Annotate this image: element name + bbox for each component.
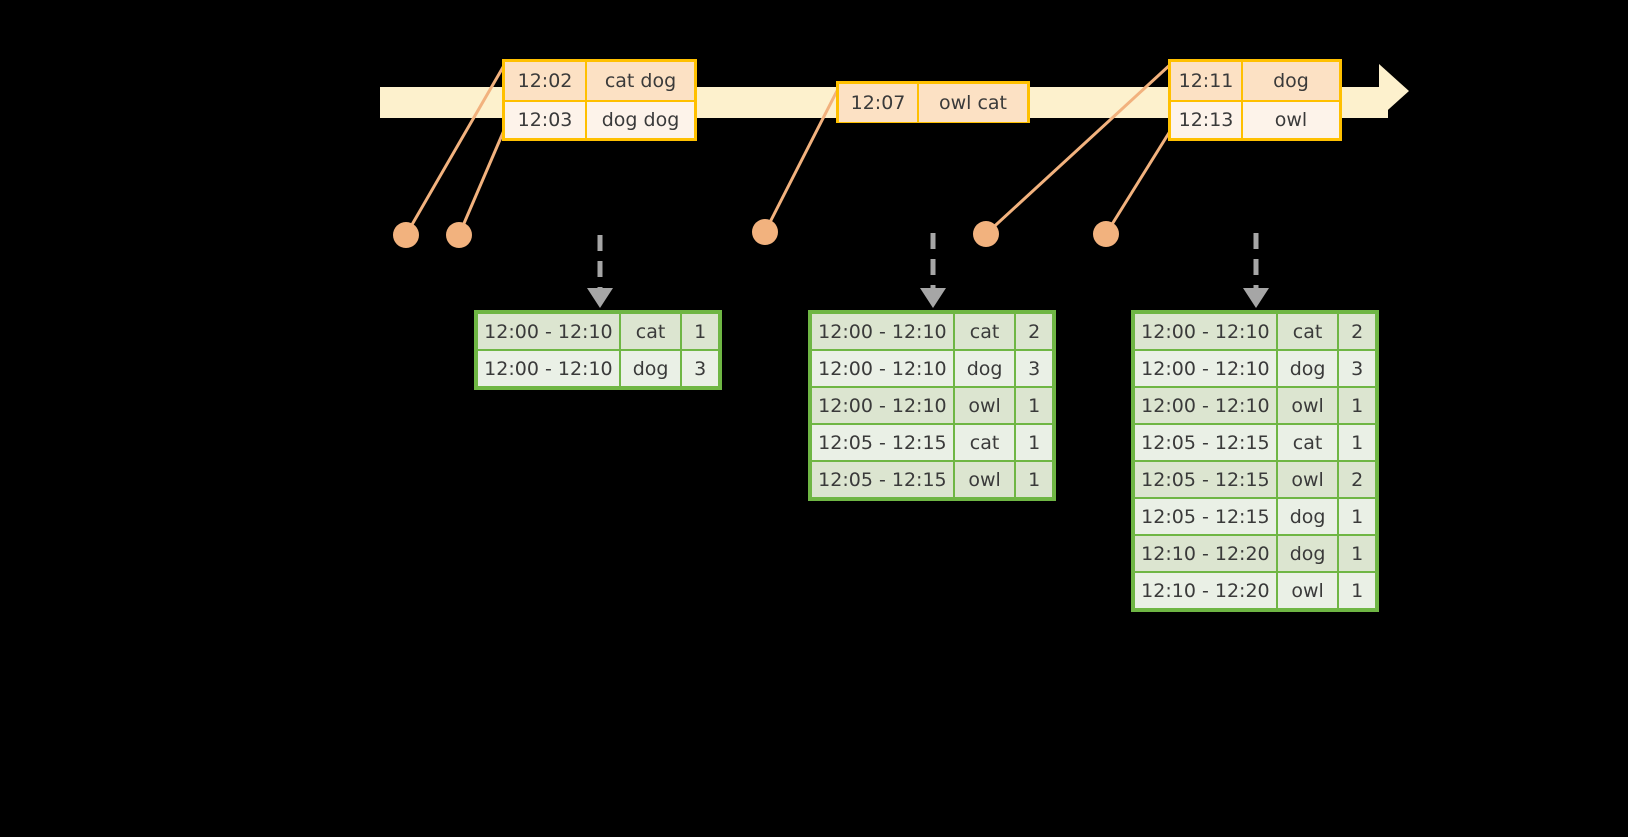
cell-window: 12:05 - 12:15 — [812, 425, 953, 460]
connector-dot-3[interactable] — [752, 219, 778, 245]
event-time: 12:11 — [1171, 62, 1243, 100]
timeline-arrowhead-icon — [1379, 64, 1409, 118]
connector-dot-5-line — [1104, 127, 1174, 235]
cell-window: 12:05 - 12:15 — [1135, 462, 1276, 497]
connector-dot-2[interactable] — [446, 222, 472, 248]
cell-word: owl — [1277, 462, 1338, 497]
cell-window: 12:05 - 12:15 — [1135, 425, 1276, 460]
cell-count: 1 — [1016, 388, 1053, 423]
cell-count: 1 — [1016, 462, 1053, 497]
cell-count: 1 — [1339, 425, 1376, 460]
cell-window: 12:00 - 12:10 — [1135, 388, 1276, 423]
cell-count: 1 — [682, 314, 719, 349]
cell-word: owl — [954, 388, 1015, 423]
flow-arrow-3-head-icon — [1243, 288, 1269, 308]
cell-count: 1 — [1339, 573, 1376, 608]
cell-window: 12:00 - 12:10 — [478, 314, 619, 349]
cell-word: cat — [954, 425, 1015, 460]
cell-word: owl — [1277, 573, 1338, 608]
event-row[interactable]: 12:02 cat dog — [505, 62, 694, 100]
event-time: 12:02 — [505, 62, 587, 100]
cell-count: 2 — [1016, 314, 1053, 349]
event-words: dog — [1273, 70, 1309, 92]
cell-window: 12:10 - 12:20 — [1135, 536, 1276, 571]
cell-word: cat — [954, 314, 1015, 349]
event-time: 12:03 — [505, 102, 587, 138]
cell-word: owl — [1277, 388, 1338, 423]
cell-window: 12:05 - 12:15 — [812, 462, 953, 497]
event-time: 12:07 — [839, 84, 919, 122]
cell-count: 2 — [1339, 462, 1376, 497]
cell-window: 12:00 - 12:10 — [1135, 351, 1276, 386]
event-row[interactable]: 12:11 dog — [1171, 62, 1339, 100]
event-row[interactable]: 12:13 owl — [1171, 100, 1339, 138]
event-words: dog dog — [601, 109, 680, 131]
cell-word: owl — [954, 462, 1015, 497]
event-box-2[interactable]: 12:07 owl cat — [836, 81, 1030, 123]
cell-word: dog — [1277, 536, 1338, 571]
cell-count: 1 — [1339, 499, 1376, 534]
event-box-3[interactable]: 12:11 dog 12:13 owl — [1168, 59, 1342, 141]
cell-window: 12:00 - 12:10 — [812, 351, 953, 386]
event-words: owl — [1274, 109, 1308, 131]
cell-count: 1 — [1016, 425, 1053, 460]
event-words: owl cat — [938, 92, 1008, 114]
cell-word: cat — [1277, 314, 1338, 349]
flow-arrow-1-head-icon — [587, 288, 613, 308]
cell-window: 12:00 - 12:10 — [1135, 314, 1276, 349]
event-row[interactable]: 12:03 dog dog — [505, 100, 694, 138]
cell-count: 2 — [1339, 314, 1376, 349]
cell-word: cat — [1277, 425, 1338, 460]
cell-count: 1 — [1339, 536, 1376, 571]
event-words: cat dog — [604, 70, 677, 92]
event-time: 12:13 — [1171, 102, 1243, 138]
cell-word: dog — [1277, 351, 1338, 386]
cell-word: dog — [620, 351, 681, 386]
flow-arrow-2-head-icon — [920, 288, 946, 308]
cell-count: 3 — [1339, 351, 1376, 386]
event-row[interactable]: 12:07 owl cat — [839, 84, 1027, 122]
connector-dot-5[interactable] — [1093, 221, 1119, 247]
cell-window: 12:00 - 12:10 — [812, 314, 953, 349]
cell-count: 3 — [682, 351, 719, 386]
event-box-1[interactable]: 12:02 cat dog 12:03 dog dog — [502, 59, 697, 141]
cell-window: 12:10 - 12:20 — [1135, 573, 1276, 608]
cell-window: 12:00 - 12:10 — [812, 388, 953, 423]
cell-window: 12:05 - 12:15 — [1135, 499, 1276, 534]
cell-word: dog — [954, 351, 1015, 386]
connector-dot-2-line — [457, 127, 507, 236]
connector-dot-4[interactable] — [973, 221, 999, 247]
cell-count: 3 — [1016, 351, 1053, 386]
cell-window: 12:00 - 12:10 — [478, 351, 619, 386]
cell-word: dog — [1277, 499, 1338, 534]
connector-dot-1[interactable] — [393, 222, 419, 248]
cell-count: 1 — [1339, 388, 1376, 423]
cell-word: cat — [620, 314, 681, 349]
